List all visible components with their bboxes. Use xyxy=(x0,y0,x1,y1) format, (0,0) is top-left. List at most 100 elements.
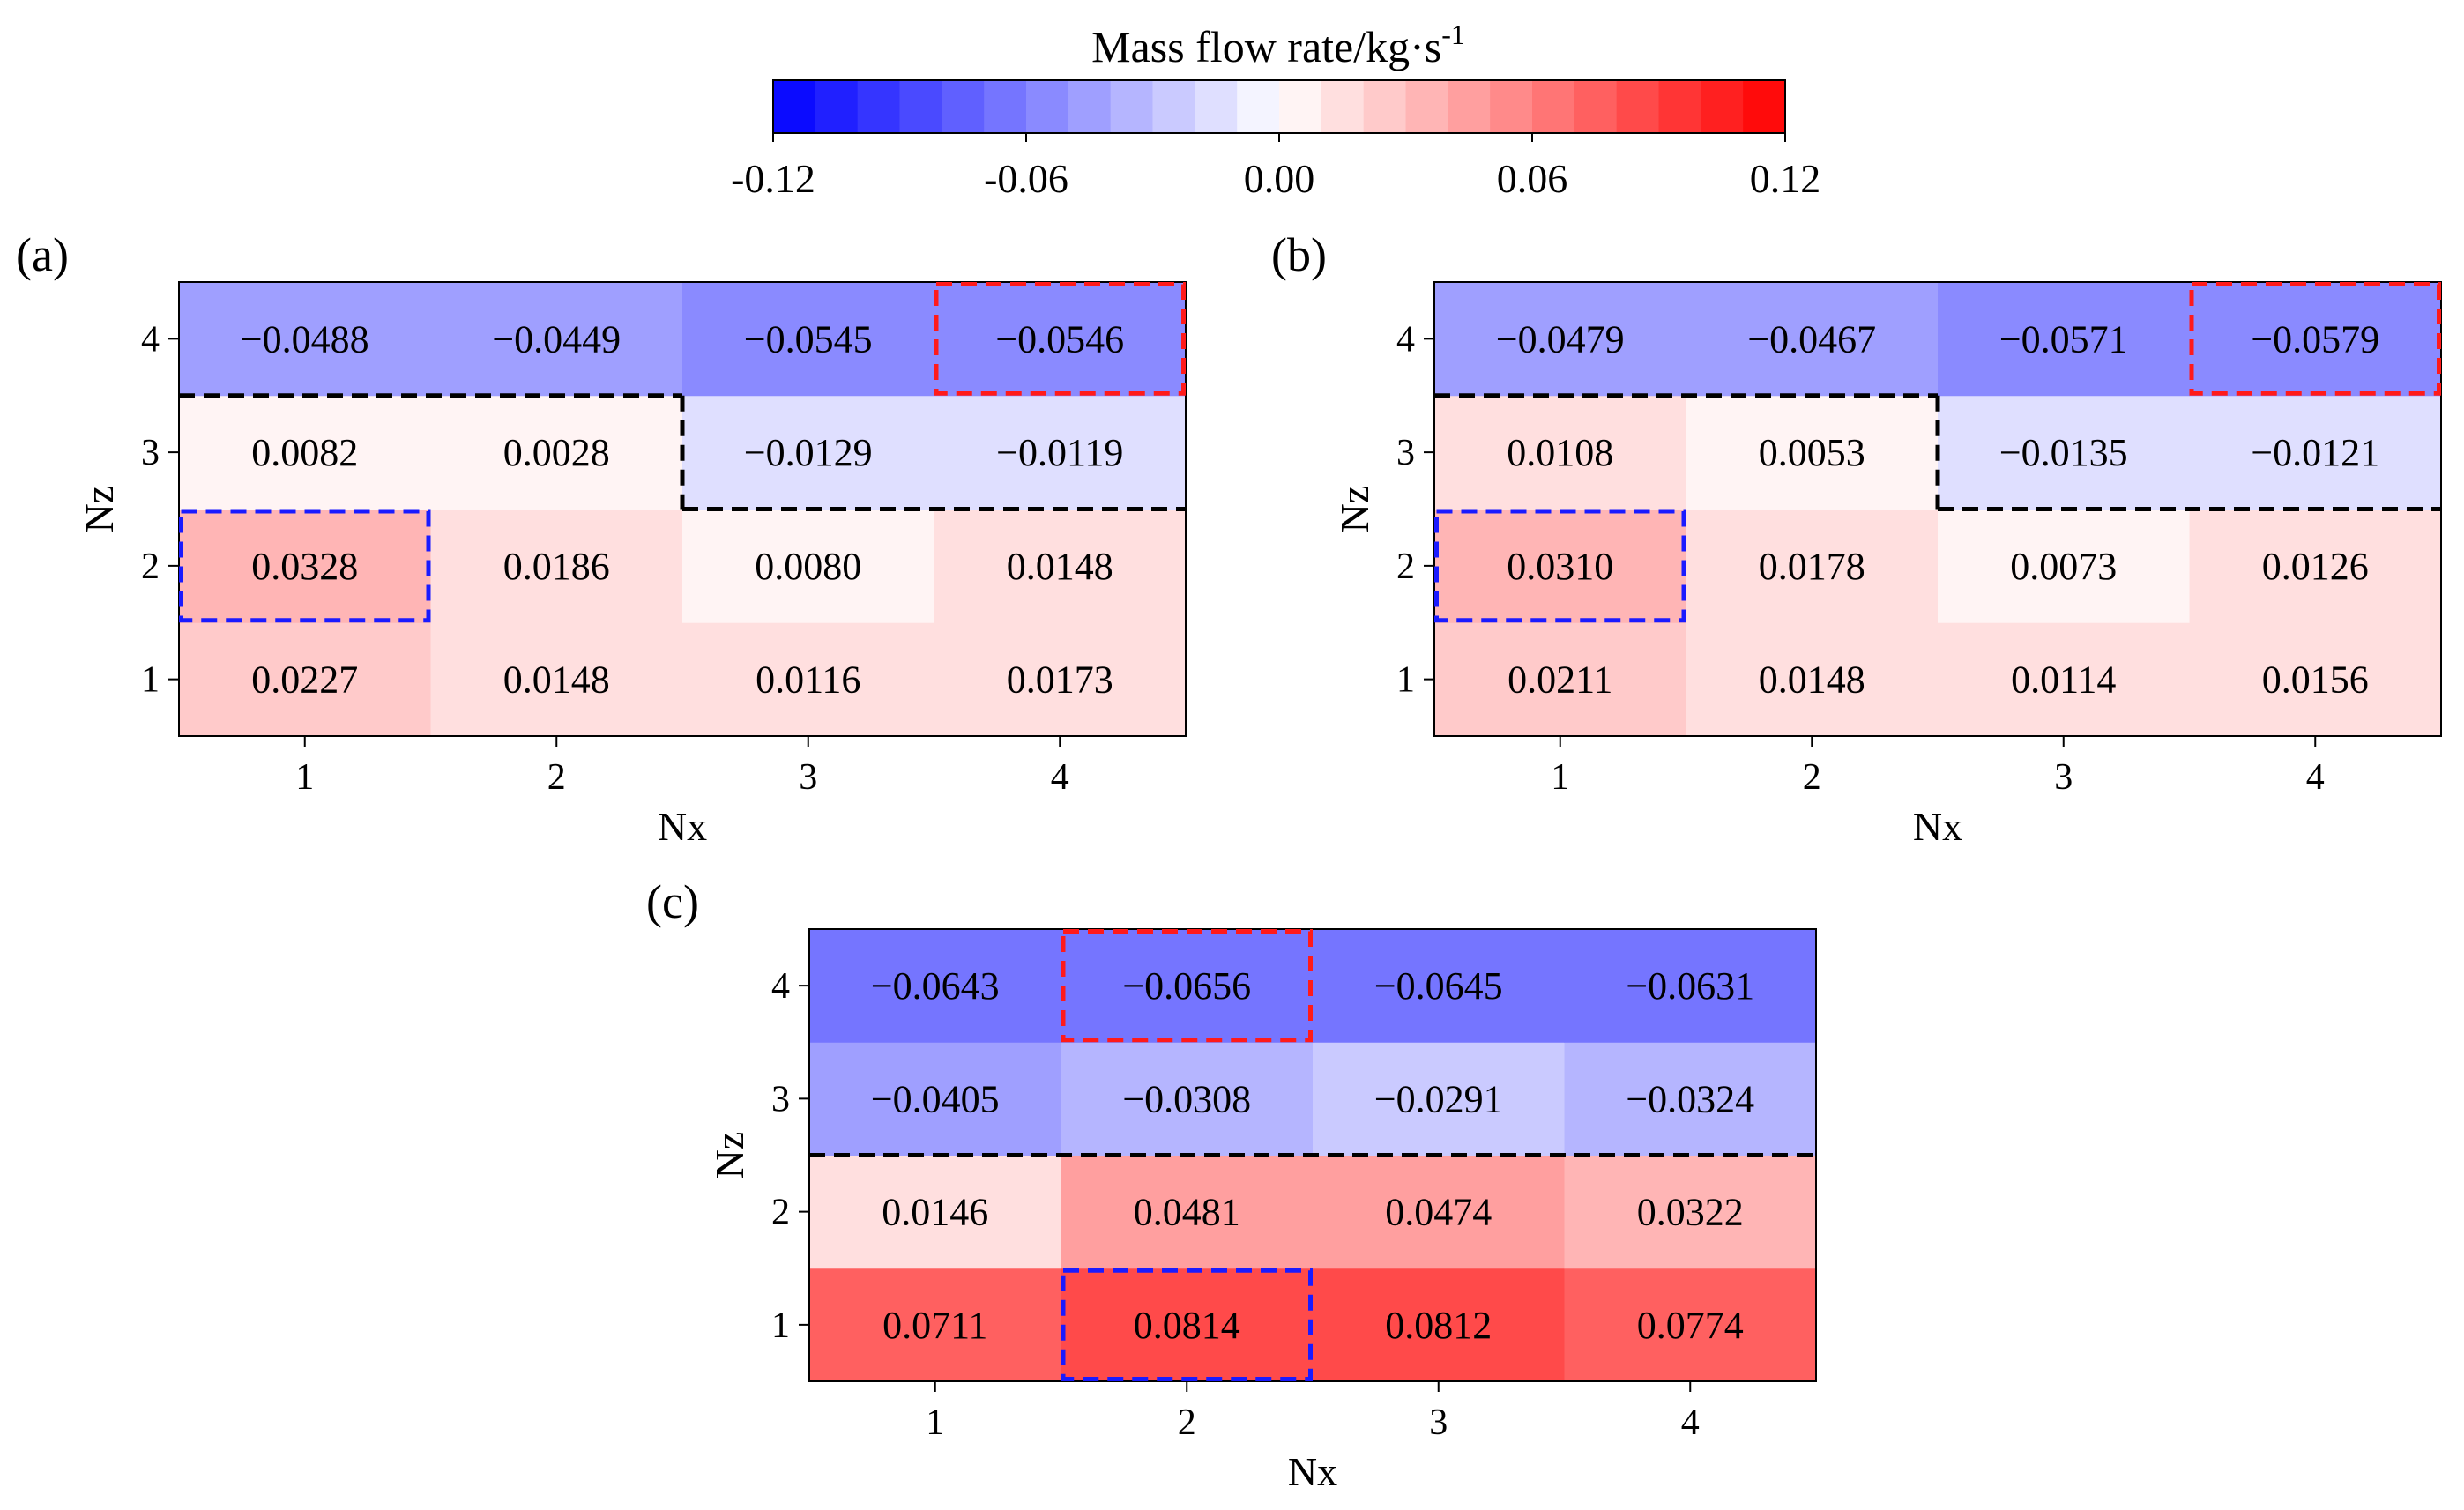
heatmap-cell xyxy=(1686,395,1939,510)
y-axis-label: Nz xyxy=(77,486,122,533)
heatmap-cell xyxy=(1938,509,2190,623)
highlight-box-blue xyxy=(1061,1268,1313,1381)
heatmap-cell xyxy=(1938,622,2190,737)
cell-value-label: −0.0645 xyxy=(1374,964,1503,1008)
heatmap-cell xyxy=(809,1155,1061,1269)
colorbar-swatch xyxy=(1026,80,1069,133)
y-tick-label: 1 xyxy=(141,660,160,701)
cell-value-label: 0.0186 xyxy=(503,545,610,588)
highlight-box-red xyxy=(934,282,1186,396)
cell-value-label: 0.0328 xyxy=(251,545,358,588)
cell-value-label: −0.0129 xyxy=(744,431,873,474)
y-axis-label: Nz xyxy=(1332,486,1377,533)
heatmap-cell xyxy=(1686,282,1939,397)
cell-value-label: −0.0119 xyxy=(996,431,1123,474)
cell-value-label: −0.0449 xyxy=(492,317,621,361)
x-axis-label: Nx xyxy=(1288,1449,1337,1494)
heatmap-cell xyxy=(1313,929,1565,1043)
cell-value-label: 0.0774 xyxy=(1637,1304,1744,1347)
cell-value-label: −0.0479 xyxy=(1496,317,1625,361)
cell-value-label: 0.0474 xyxy=(1385,1191,1492,1234)
x-tick-label: 2 xyxy=(547,757,566,798)
heatmap-cell xyxy=(1061,929,1314,1043)
cell-value-label: 0.0114 xyxy=(2011,658,2116,702)
heatmap-cell xyxy=(1938,395,2190,510)
cell-value-label: −0.0121 xyxy=(2251,431,2379,474)
x-tick-label: 2 xyxy=(1178,1402,1196,1443)
cell-value-label: 0.0173 xyxy=(1007,658,1113,702)
highlight-box-blue xyxy=(1434,509,1686,623)
cell-value-label: −0.0631 xyxy=(1626,964,1754,1008)
heatmap-cell xyxy=(430,622,683,737)
colorbar-swatch xyxy=(1658,80,1701,133)
cell-value-label: −0.0571 xyxy=(1999,317,2128,361)
heatmap-cell xyxy=(809,1042,1061,1156)
x-tick-label: 1 xyxy=(926,1402,944,1443)
highlight-box-red xyxy=(2189,282,2441,396)
y-tick-label: 4 xyxy=(141,319,160,360)
x-tick-label: 1 xyxy=(295,757,314,798)
y-tick-label: 3 xyxy=(771,1079,790,1119)
heatmap-cell xyxy=(430,395,683,510)
heatmap-cell xyxy=(1434,395,1686,510)
colorbar-swatch xyxy=(1616,80,1660,133)
heatmap-cell xyxy=(682,395,934,510)
cell-value-label: 0.0126 xyxy=(2262,545,2369,588)
y-tick-label: 4 xyxy=(771,966,790,1007)
y-tick-label: 1 xyxy=(1396,660,1415,701)
heatmap-cell xyxy=(934,395,1187,510)
colorbar-swatch xyxy=(1743,80,1786,133)
cell-value-label: 0.0310 xyxy=(1507,545,1613,588)
cell-value-label: 0.0812 xyxy=(1385,1304,1492,1347)
colorbar-swatch xyxy=(1532,80,1575,133)
cell-value-label: 0.0211 xyxy=(1507,658,1612,702)
x-tick-label: 4 xyxy=(2306,757,2325,798)
heatmap-cell xyxy=(179,622,431,737)
heatmap-cell xyxy=(430,509,683,623)
heatmap-cell xyxy=(682,282,934,397)
colorbar-swatch xyxy=(984,80,1027,133)
x-tick-label: 3 xyxy=(2054,757,2073,798)
heatmap-cell xyxy=(1061,1268,1314,1382)
heatmap-cell xyxy=(809,929,1061,1043)
heatmap-cell xyxy=(1434,509,1686,623)
heatmap-cell xyxy=(179,395,431,510)
heatmap-cell xyxy=(2189,395,2442,510)
heatmap-cell xyxy=(1686,622,1939,737)
colorbar-swatch xyxy=(1237,80,1280,133)
heatmap-cell xyxy=(1564,1155,1817,1269)
colorbar-swatch xyxy=(1448,80,1491,133)
colorbar-tick-label: 0.12 xyxy=(1750,156,1821,201)
cell-value-label: 0.0053 xyxy=(1759,431,1865,474)
cell-value-label: 0.0082 xyxy=(251,431,358,474)
colorbar-swatch xyxy=(815,80,859,133)
colorbar-swatch xyxy=(942,80,985,133)
heatmap-cell xyxy=(2189,509,2442,623)
cell-value-label: 0.0178 xyxy=(1759,545,1865,588)
heatmap-cell xyxy=(1313,1268,1565,1382)
colorbar-title-exponent: -1 xyxy=(1441,19,1465,50)
heatmap-cell xyxy=(179,282,431,397)
heatmap-cell xyxy=(1061,1155,1314,1269)
x-tick-label: 4 xyxy=(1051,757,1069,798)
cell-value-label: −0.0656 xyxy=(1122,964,1251,1008)
cell-value-label: 0.0108 xyxy=(1507,431,1613,474)
cell-value-label: −0.0545 xyxy=(744,317,873,361)
highlight-box-blue xyxy=(179,509,431,623)
heatmap-cell xyxy=(1564,1268,1817,1382)
y-tick-label: 3 xyxy=(1396,433,1415,473)
cell-value-label: −0.0579 xyxy=(2251,317,2379,361)
cell-value-label: −0.0308 xyxy=(1122,1077,1251,1120)
colorbar-swatch xyxy=(1574,80,1618,133)
x-tick-label: 3 xyxy=(799,757,817,798)
colorbar-swatch xyxy=(1068,80,1112,133)
cell-value-label: 0.0148 xyxy=(1007,545,1113,588)
heatmap-cell xyxy=(1061,1042,1314,1156)
cell-value-label: 0.0148 xyxy=(503,658,610,702)
cell-value-label: 0.0146 xyxy=(882,1191,988,1234)
